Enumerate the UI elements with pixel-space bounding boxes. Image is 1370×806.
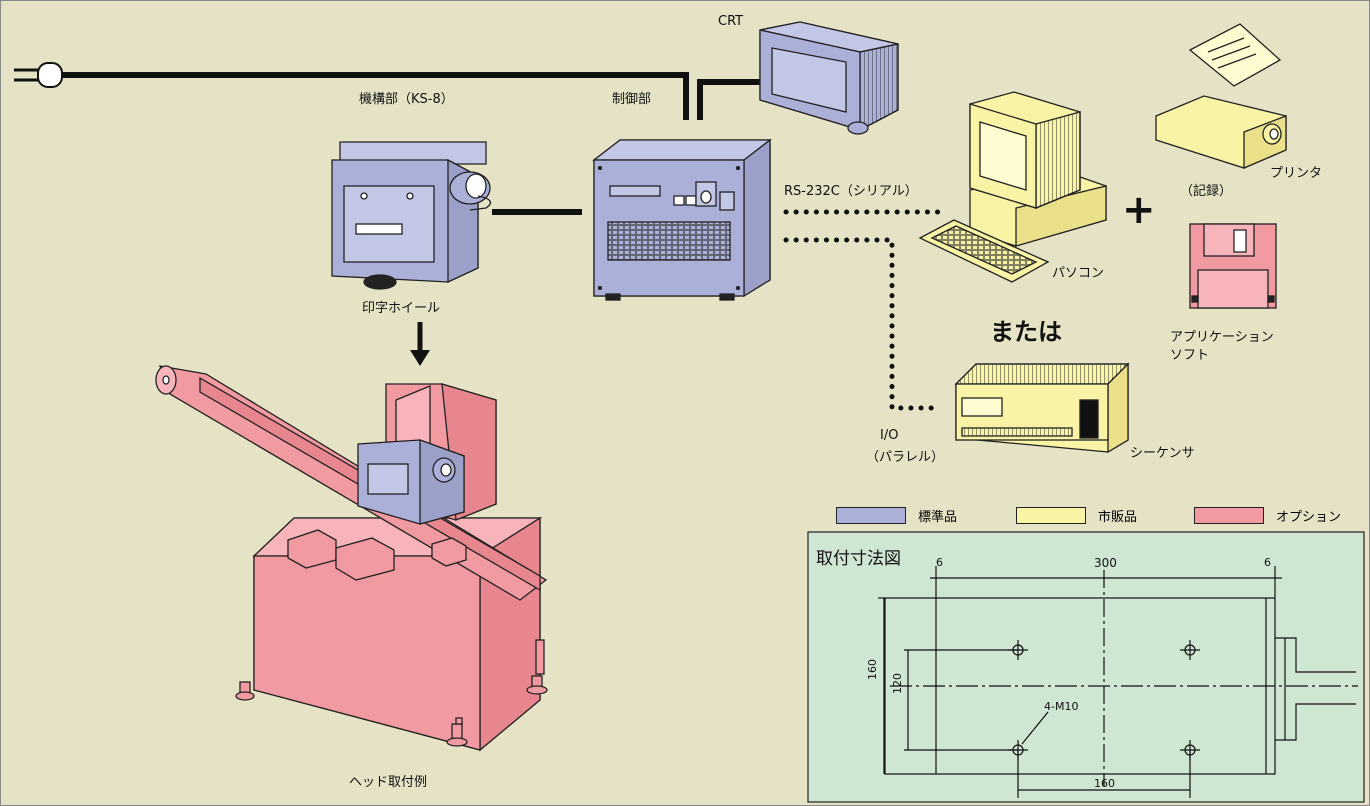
print-wheel-head [331,141,492,290]
pc-label: パソコン [1052,266,1105,281]
dim-right: 6 [1264,556,1271,569]
legend-commercial-label: 市販品 [1098,510,1138,525]
sequencer-label: シーケンサ [1130,446,1195,461]
drawing-title: 取付寸法図 [816,549,901,569]
legend-option: オプション [1194,506,1341,525]
plus-icon: + [1122,187,1156,233]
or-label: または [990,318,1062,346]
crt-cable [697,79,760,120]
legend-standard: 標準品 [836,506,957,525]
rs232c-label: RS-232C（シリアル） [784,184,918,199]
head-mount-example-label: ヘッド取付例 [349,775,428,790]
dim-bottom: 160 [1094,777,1115,790]
floppy-disk-icon [1189,223,1277,309]
legend-option-swatch [1194,507,1264,524]
legend-commercial: 市販品 [1016,506,1137,525]
power-cable [62,72,689,120]
io-label: I/O [880,428,899,443]
bolt-hole-icon [1008,640,1200,760]
personal-computer [918,91,1107,283]
legend-option-label: オプション [1276,510,1342,525]
application-software-label-line2: ソフト [1170,348,1210,363]
dim-left: 6 [936,556,943,569]
hole-label: 4-M10 [1044,700,1079,713]
crt-monitor [759,21,899,135]
controller-unit [592,138,772,301]
legend-standard-label: 標準品 [918,510,958,525]
legend-commercial-swatch [1016,507,1086,524]
sequencer-plc [954,362,1130,454]
print-wheel-label: 印字ホイール [362,301,441,316]
mechanism-label: 機構部（KS-8） [359,92,454,107]
crt-label: CRT [718,14,744,29]
record-label: （記録） [1180,184,1233,199]
mounting-dimension-drawing [807,531,1365,803]
dim-height-inner: 120 [891,673,904,694]
head-mount-example [155,365,548,752]
parallel-label: （パラレル） [866,450,945,465]
down-arrow-icon [410,322,430,366]
legend-standard-swatch [836,507,906,524]
dim-top: 300 [1094,556,1117,570]
dim-height-outer: 160 [866,659,879,680]
controller-label: 制御部 [612,92,652,107]
printer [1155,23,1287,169]
application-software-label-line1: アプリケーション [1170,330,1274,345]
io-dotted-line [783,237,941,411]
printer-label: プリンタ [1270,166,1323,181]
